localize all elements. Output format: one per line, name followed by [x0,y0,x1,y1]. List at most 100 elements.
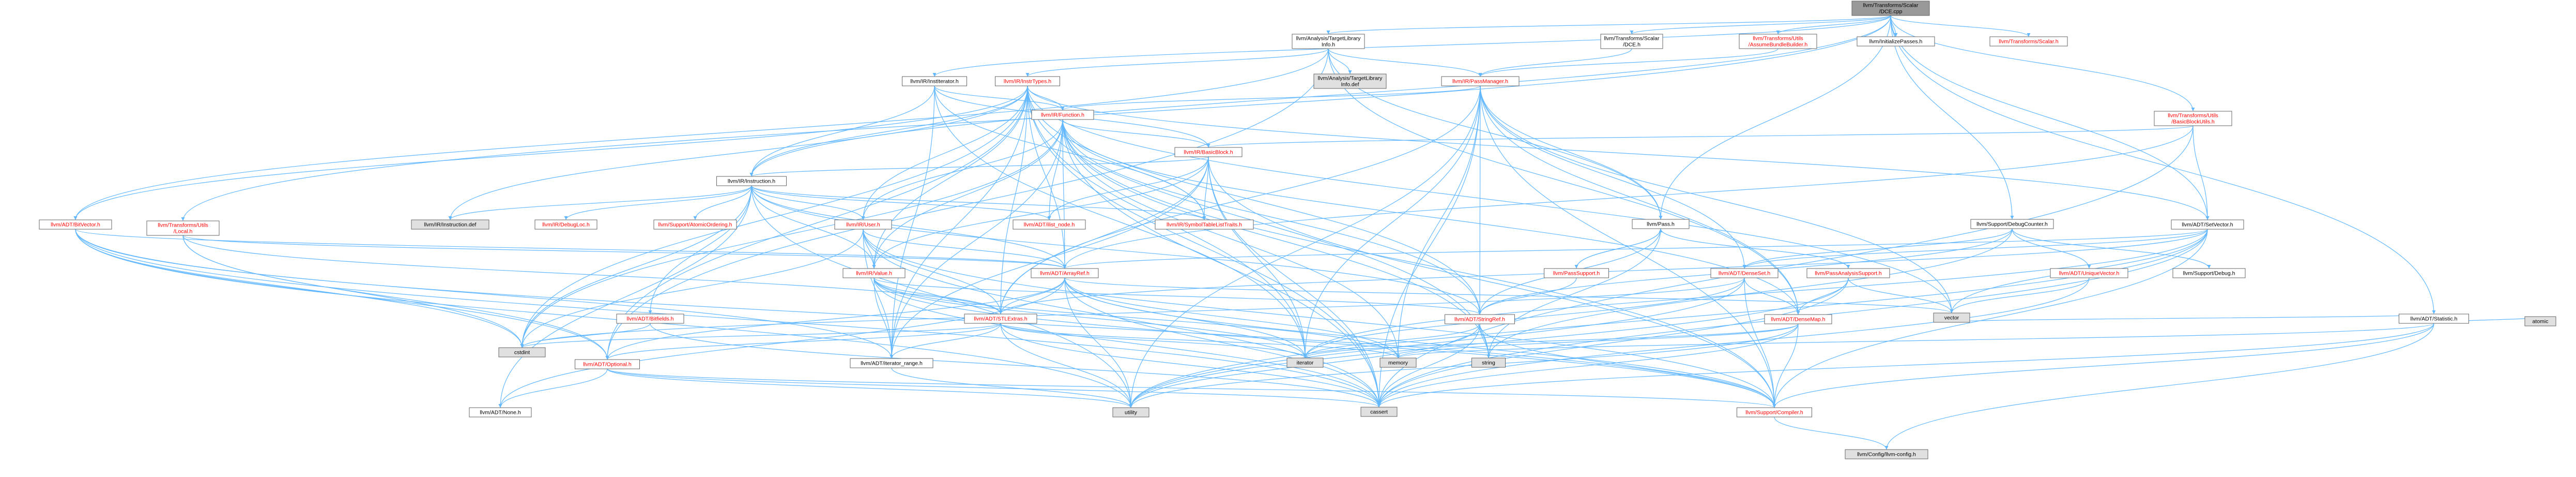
node-root[interactable]: llvm/Transforms/Scalar/DCE.cpp [1851,1,1930,16]
node-debugloc[interactable]: llvm/IR/DebugLoc.h [534,219,597,230]
node-box [1031,268,1099,278]
edge-arrowhead [2432,310,2436,314]
node-box [2399,314,2469,324]
node-initpasses[interactable]: llvm/InitializePasses.h [1857,36,1935,47]
edge-arrowhead [1846,265,1850,269]
edge-line [751,156,1209,177]
edge-line [1660,228,1849,269]
edge-line [1798,277,1849,315]
node-instrtypes[interactable]: llvm/IR/InstrTypes.h [995,76,1060,86]
node-assume[interactable]: llvm/Transforms/Utils/AssumeBundleBuilde… [1739,34,1817,49]
node-box [534,219,597,230]
edge-tli-to-passmgr [1328,48,1482,77]
node-label: llvm/Pass.h [1647,221,1675,228]
node-atomic[interactable]: llvm/Support/AtomicOrdering.h [653,219,737,230]
node-optional[interactable]: llvm/ADT/Optional.h [575,359,640,369]
edge-line [1064,125,2194,269]
node-inst_iter[interactable]: llvm/IR/InstIterator.h [902,76,967,86]
node-box [1600,34,1663,49]
edge-line [873,119,1063,269]
edge-bbutils-to-basicblock [1206,125,2194,148]
node-stringref[interactable]: llvm/ADT/StringRef.h [1445,314,1515,324]
edge-basicblock-to-instruction [749,156,1209,177]
node-label: llvm/ADT/SetVector.h [2182,222,2233,228]
node-label: llvm/Analysis/TargetLibrary [1318,76,1383,82]
edge-compiler-to-llvmconfig [1774,416,1889,450]
edge-arrayref-to-vector [1064,277,1954,314]
edge-line [2012,228,2210,269]
node-box [1292,34,1365,49]
edge-line [1049,119,1063,220]
node-instruction_def: llvm/IR/Instruction.def [411,219,489,230]
nodes-layer: llvm/Transforms/Scalar/DCE.cpp llvm/Analy… [39,1,2556,459]
node-passsupport[interactable]: llvm/PassSupport.h [1544,268,1609,278]
edge-optional-to-compiler [607,368,1776,408]
edge-line [873,277,1379,408]
edge-arrowhead [1772,404,1776,408]
edge-line [1305,229,2208,359]
node-bbutils[interactable]: llvm/Transforms/Utils/BasicBlockUtils.h [2154,111,2232,126]
node-iter_range[interactable]: llvm/ADT/iterator_range.h [850,358,933,368]
node-debugcounter[interactable]: llvm/Support/DebugCounter.h [1970,219,2054,229]
node-passanalysis[interactable]: llvm/PassAnalysisSupport.h [1806,268,1890,278]
node-none[interactable]: llvm/ADT/None.h [469,407,532,418]
node-basicblock[interactable]: llvm/IR/BasicBlock.h [1174,147,1243,157]
edge-arrowhead [1486,354,1491,358]
node-label: llvm/ADT/DenseMap.h [1771,317,1825,323]
node-utility: utility [1112,407,1149,418]
node-box [2154,111,2232,126]
node-label: llvm/ADT/STLExtras.h [974,316,1027,322]
node-box [995,76,1060,86]
node-uniquevector[interactable]: llvm/ADT/UniqueVector.h [2050,268,2128,278]
node-pass[interactable]: llvm/Pass.h [1632,219,1690,229]
edge-line [863,229,892,359]
node-label: llvm/IR/PassManager.h [1452,79,1508,85]
edge-arrowhead [648,310,652,314]
node-dce_h[interactable]: llvm/Transforms/Scalar/DCE.h [1600,34,1663,49]
edge-line [1208,156,1775,408]
node-local[interactable]: llvm/Transforms/Utils/Local.h [146,220,220,236]
node-densemap[interactable]: llvm/ADT/DenseMap.h [1764,314,1832,324]
edge-line [1208,125,2194,148]
node-bitfields[interactable]: llvm/ADT/Bitfields.h [616,314,684,324]
node-compiler[interactable]: llvm/Support/Compiler.h [1737,407,1812,418]
edge-arrowhead [1796,311,1800,315]
node-box [2050,268,2128,278]
edge-instruction-to-atomic [693,185,752,220]
edge-bitvector-to-arrayref [75,229,1067,269]
node-label: llvm/IR/User.h [846,222,880,228]
node-ilist_node[interactable]: llvm/ADT/ilist_node.h [1013,219,1086,230]
node-statistic[interactable]: llvm/ADT/Statistic.h [2399,314,2469,324]
node-value[interactable]: llvm/IR/Value.h [842,268,906,278]
node-setvector[interactable]: llvm/ADT/SetVector.h [2171,219,2244,230]
edge-line [1062,119,1775,408]
node-function[interactable]: llvm/IR/Function.h [1031,110,1094,120]
node-scalar_h[interactable]: llvm/Transforms/Scalar.h [1989,36,2068,47]
edge-root-to-bbutils [1890,15,2195,112]
edge-line [1744,277,1799,315]
node-symtab[interactable]: llvm/IR/SymbolTableListTraits.h [1155,219,1254,230]
node-label: llvm/ADT/Bitfields.h [626,316,673,322]
node-denseset[interactable]: llvm/ADT/DenseSet.h [1710,268,1778,278]
node-stlextras[interactable]: llvm/ADT/STLExtras.h [964,314,1037,324]
node-arrayref[interactable]: llvm/ADT/ArrayRef.h [1031,268,1099,278]
node-user[interactable]: llvm/IR/User.h [834,219,892,230]
node-supportdebug[interactable]: llvm/Support/Debug.h [2172,268,2246,278]
node-instruction[interactable]: llvm/IR/Instruction.h [716,176,787,186]
edge-line [1130,277,1745,408]
edge-instruction-to-ilist_node [751,185,1051,220]
edge-line [751,185,1065,269]
node-box [1857,36,1935,47]
edge-line [75,229,1379,408]
edge-line [1744,277,1775,408]
edge-line [1890,15,2434,315]
node-label: llvm/Transforms/Utils [1753,36,1803,42]
edge-line [75,229,608,360]
edge-arrowhead [1206,144,1210,147]
node-bitvector[interactable]: llvm/ADT/BitVector.h [39,219,112,230]
node-passmgr[interactable]: llvm/IR/PassManager.h [1441,76,1520,86]
edge-line [751,185,1480,315]
edge-iter_range-to-utility [891,367,1133,408]
